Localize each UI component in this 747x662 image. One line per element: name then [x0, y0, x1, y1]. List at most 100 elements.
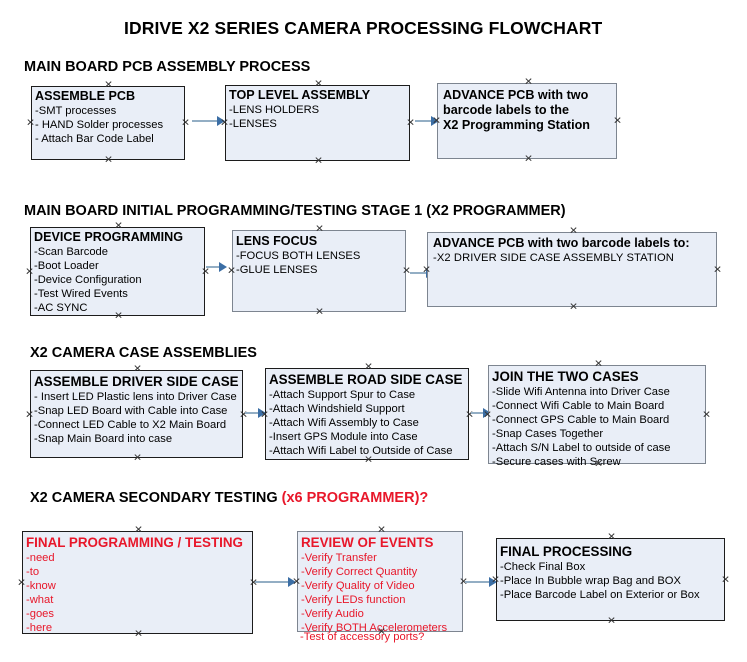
resize-handle-right[interactable]: [721, 576, 730, 585]
flow-box-title: ASSEMBLE PCB: [35, 89, 136, 103]
resize-handle-bottom[interactable]: [134, 630, 143, 639]
connector-arrow: [415, 120, 437, 122]
resize-handle-bottom[interactable]: [569, 303, 578, 312]
flow-box-advance-pcb-to-driver-side-case-station[interactable]: ADVANCE PCB with two barcode labels to: …: [427, 232, 717, 307]
flow-box-line: - Insert LED Plastic lens into Driver Ca…: [34, 391, 237, 403]
flow-box-final-programming-testing[interactable]: FINAL PROGRAMMING / TESTING -need -to -k…: [22, 531, 253, 634]
resize-handle-left[interactable]: [432, 117, 441, 126]
section-heading-x2-camera-secondary-testing: X2 CAMERA SECONDARY TESTING (x6 PROGRAMM…: [30, 490, 428, 506]
flow-box-line: -Verify Correct Quantity: [301, 566, 418, 579]
flow-box-line: -AC SYNC: [34, 302, 88, 315]
flow-box-line: -GLUE LENSES: [236, 264, 318, 277]
flow-box-title: JOIN THE TWO CASES: [492, 369, 639, 384]
flow-box-line: -Verify Transfer: [301, 552, 377, 564]
resize-handle-right[interactable]: [406, 119, 415, 128]
resize-handle-bottom[interactable]: [114, 312, 123, 321]
resize-handle-top[interactable]: [315, 225, 324, 234]
resize-handle-left[interactable]: [260, 411, 269, 420]
resize-handle-top[interactable]: [569, 227, 578, 236]
flow-box-line: -Attach S/N Label to outside of case: [492, 442, 671, 455]
resize-handle-right[interactable]: [181, 119, 190, 128]
resize-handle-left[interactable]: [17, 579, 26, 588]
flow-box-line: -what: [26, 594, 54, 607]
flow-box-line: -Connect LED Cable to X2 Main Board: [34, 419, 227, 432]
resize-handle-top[interactable]: [114, 222, 123, 231]
flow-box-line: -Snap Cases Together: [492, 428, 604, 441]
flow-box-assemble-road-side-case[interactable]: ASSEMBLE ROAD SIDE CASE -Attach Support …: [265, 368, 469, 460]
flow-box-lens-focus[interactable]: LENS FOCUS -FOCUS BOTH LENSES -GLUE LENS…: [232, 230, 406, 312]
flow-box-top-level-assembly[interactable]: TOP LEVEL ASSEMBLY -LENS HOLDERS -LENSES: [225, 85, 410, 161]
flow-box-line: -Attach Wifi Label to Outside of Case: [269, 445, 453, 458]
flow-box-title-line: barcode labels to the: [443, 103, 569, 117]
resize-handle-bottom[interactable]: [104, 156, 113, 165]
resize-handle-left[interactable]: [25, 411, 34, 420]
resize-handle-right[interactable]: [613, 117, 622, 126]
resize-handle-top[interactable]: [377, 526, 386, 535]
resize-handle-left[interactable]: [483, 411, 492, 420]
resize-handle-right[interactable]: [713, 266, 722, 275]
resize-handle-right[interactable]: [201, 268, 210, 277]
resize-handle-left[interactable]: [26, 119, 35, 128]
flow-box-title: REVIEW OF EVENTS: [301, 535, 434, 550]
flow-box-line: -SMT processes: [35, 105, 117, 117]
resize-handle-left[interactable]: [491, 576, 500, 585]
flow-box-line: -Boot Loader: [34, 260, 99, 273]
flow-box-line: -Scan Barcode: [34, 246, 109, 258]
flow-box-title: DEVICE PROGRAMMING: [34, 230, 184, 244]
flow-box-line: -Verify LEDs function: [301, 594, 406, 607]
flow-box-line: -Slide Wifi Antenna into Driver Case: [492, 386, 670, 398]
flow-box-assemble-pcb[interactable]: ASSEMBLE PCB -SMT processes - HAND Solde…: [31, 86, 185, 160]
resize-handle-top[interactable]: [314, 80, 323, 89]
flow-box-line: - Attach Bar Code Label: [35, 133, 154, 146]
flow-box-line: -X2 DRIVER SIDE CASE ASSEMBLY STATION: [433, 252, 674, 264]
flow-box-title: FINAL PROCESSING: [500, 544, 633, 559]
flow-box-line: -to: [26, 566, 40, 579]
flow-box-line: -Connect Wifi Cable to Main Board: [492, 400, 665, 413]
resize-handle-top[interactable]: [134, 526, 143, 535]
resize-handle-top[interactable]: [104, 81, 113, 90]
resize-handle-left[interactable]: [292, 578, 301, 587]
flow-box-assemble-driver-side-case[interactable]: ASSEMBLE DRIVER SIDE CASE - Insert LED P…: [30, 370, 243, 458]
flow-box-line: -here: [26, 622, 53, 635]
flow-box-line: -Snap Main Board into case: [34, 433, 173, 446]
resize-handle-left[interactable]: [422, 266, 431, 275]
resize-handle-bottom[interactable]: [524, 155, 533, 164]
resize-handle-bottom[interactable]: [594, 460, 603, 469]
flow-box-line: -Snap LED Board with Cable into Case: [34, 405, 228, 418]
flow-box-join-the-two-cases[interactable]: JOIN THE TWO CASES -Slide Wifi Antenna i…: [488, 365, 706, 468]
resize-handle-bottom[interactable]: [607, 617, 616, 626]
section-heading-text: X2 CAMERA SECONDARY TESTING: [30, 490, 282, 506]
flow-box-line: - HAND Solder processes: [35, 119, 164, 132]
connector-arrow: [471, 412, 489, 414]
resize-handle-bottom[interactable]: [314, 157, 323, 166]
flow-box-device-programming[interactable]: DEVICE PROGRAMMING -Scan Barcode -Boot L…: [30, 227, 205, 316]
flow-box-overflow-line: -Test of accessory ports?: [300, 631, 425, 643]
resize-handle-left[interactable]: [25, 268, 34, 277]
resize-handle-bottom[interactable]: [133, 454, 142, 463]
flow-box-title: FINAL PROGRAMMING / TESTING: [26, 535, 243, 550]
flow-box-line: -Place Barcode Label on Exterior or Box: [500, 589, 700, 602]
resize-handle-bottom[interactable]: [315, 308, 324, 317]
flow-box-title-line: X2 Programming Station: [443, 118, 590, 132]
flow-box-title: ASSEMBLE ROAD SIDE CASE: [269, 372, 463, 387]
resize-handle-top[interactable]: [594, 360, 603, 369]
resize-handle-right[interactable]: [702, 411, 711, 420]
resize-handle-top[interactable]: [607, 533, 616, 542]
flow-box-title: ADVANCE PCB with two barcode labels to:: [433, 236, 690, 250]
flow-box-review-of-events[interactable]: REVIEW OF EVENTS -Verify Transfer -Verif…: [297, 531, 463, 634]
flow-box-title-line: ADVANCE PCB with two: [443, 88, 589, 102]
resize-handle-left[interactable]: [227, 267, 236, 276]
resize-handle-bottom[interactable]: [364, 456, 373, 465]
flow-box-line: -Attach Support Spur to Case: [269, 389, 416, 401]
flow-box-advance-pcb-to-x2-programming-station[interactable]: ADVANCE PCB with two barcode labels to t…: [437, 83, 617, 159]
flow-box-line: -Verify Quality of Video: [301, 580, 415, 593]
resize-handle-top[interactable]: [364, 363, 373, 372]
resize-handle-top[interactable]: [133, 365, 142, 374]
flow-box-line: -Attach Wifi Assembly to Case: [269, 417, 419, 430]
resize-handle-left[interactable]: [220, 119, 229, 128]
flow-box-line: -Connect GPS Cable to Main Board: [492, 414, 670, 427]
section-heading-red-suffix: (x6 PROGRAMMER)?: [281, 490, 429, 506]
resize-handle-top[interactable]: [524, 78, 533, 87]
flow-box-final-processing[interactable]: FINAL PROCESSING -Check Final Box -Place…: [496, 538, 725, 621]
